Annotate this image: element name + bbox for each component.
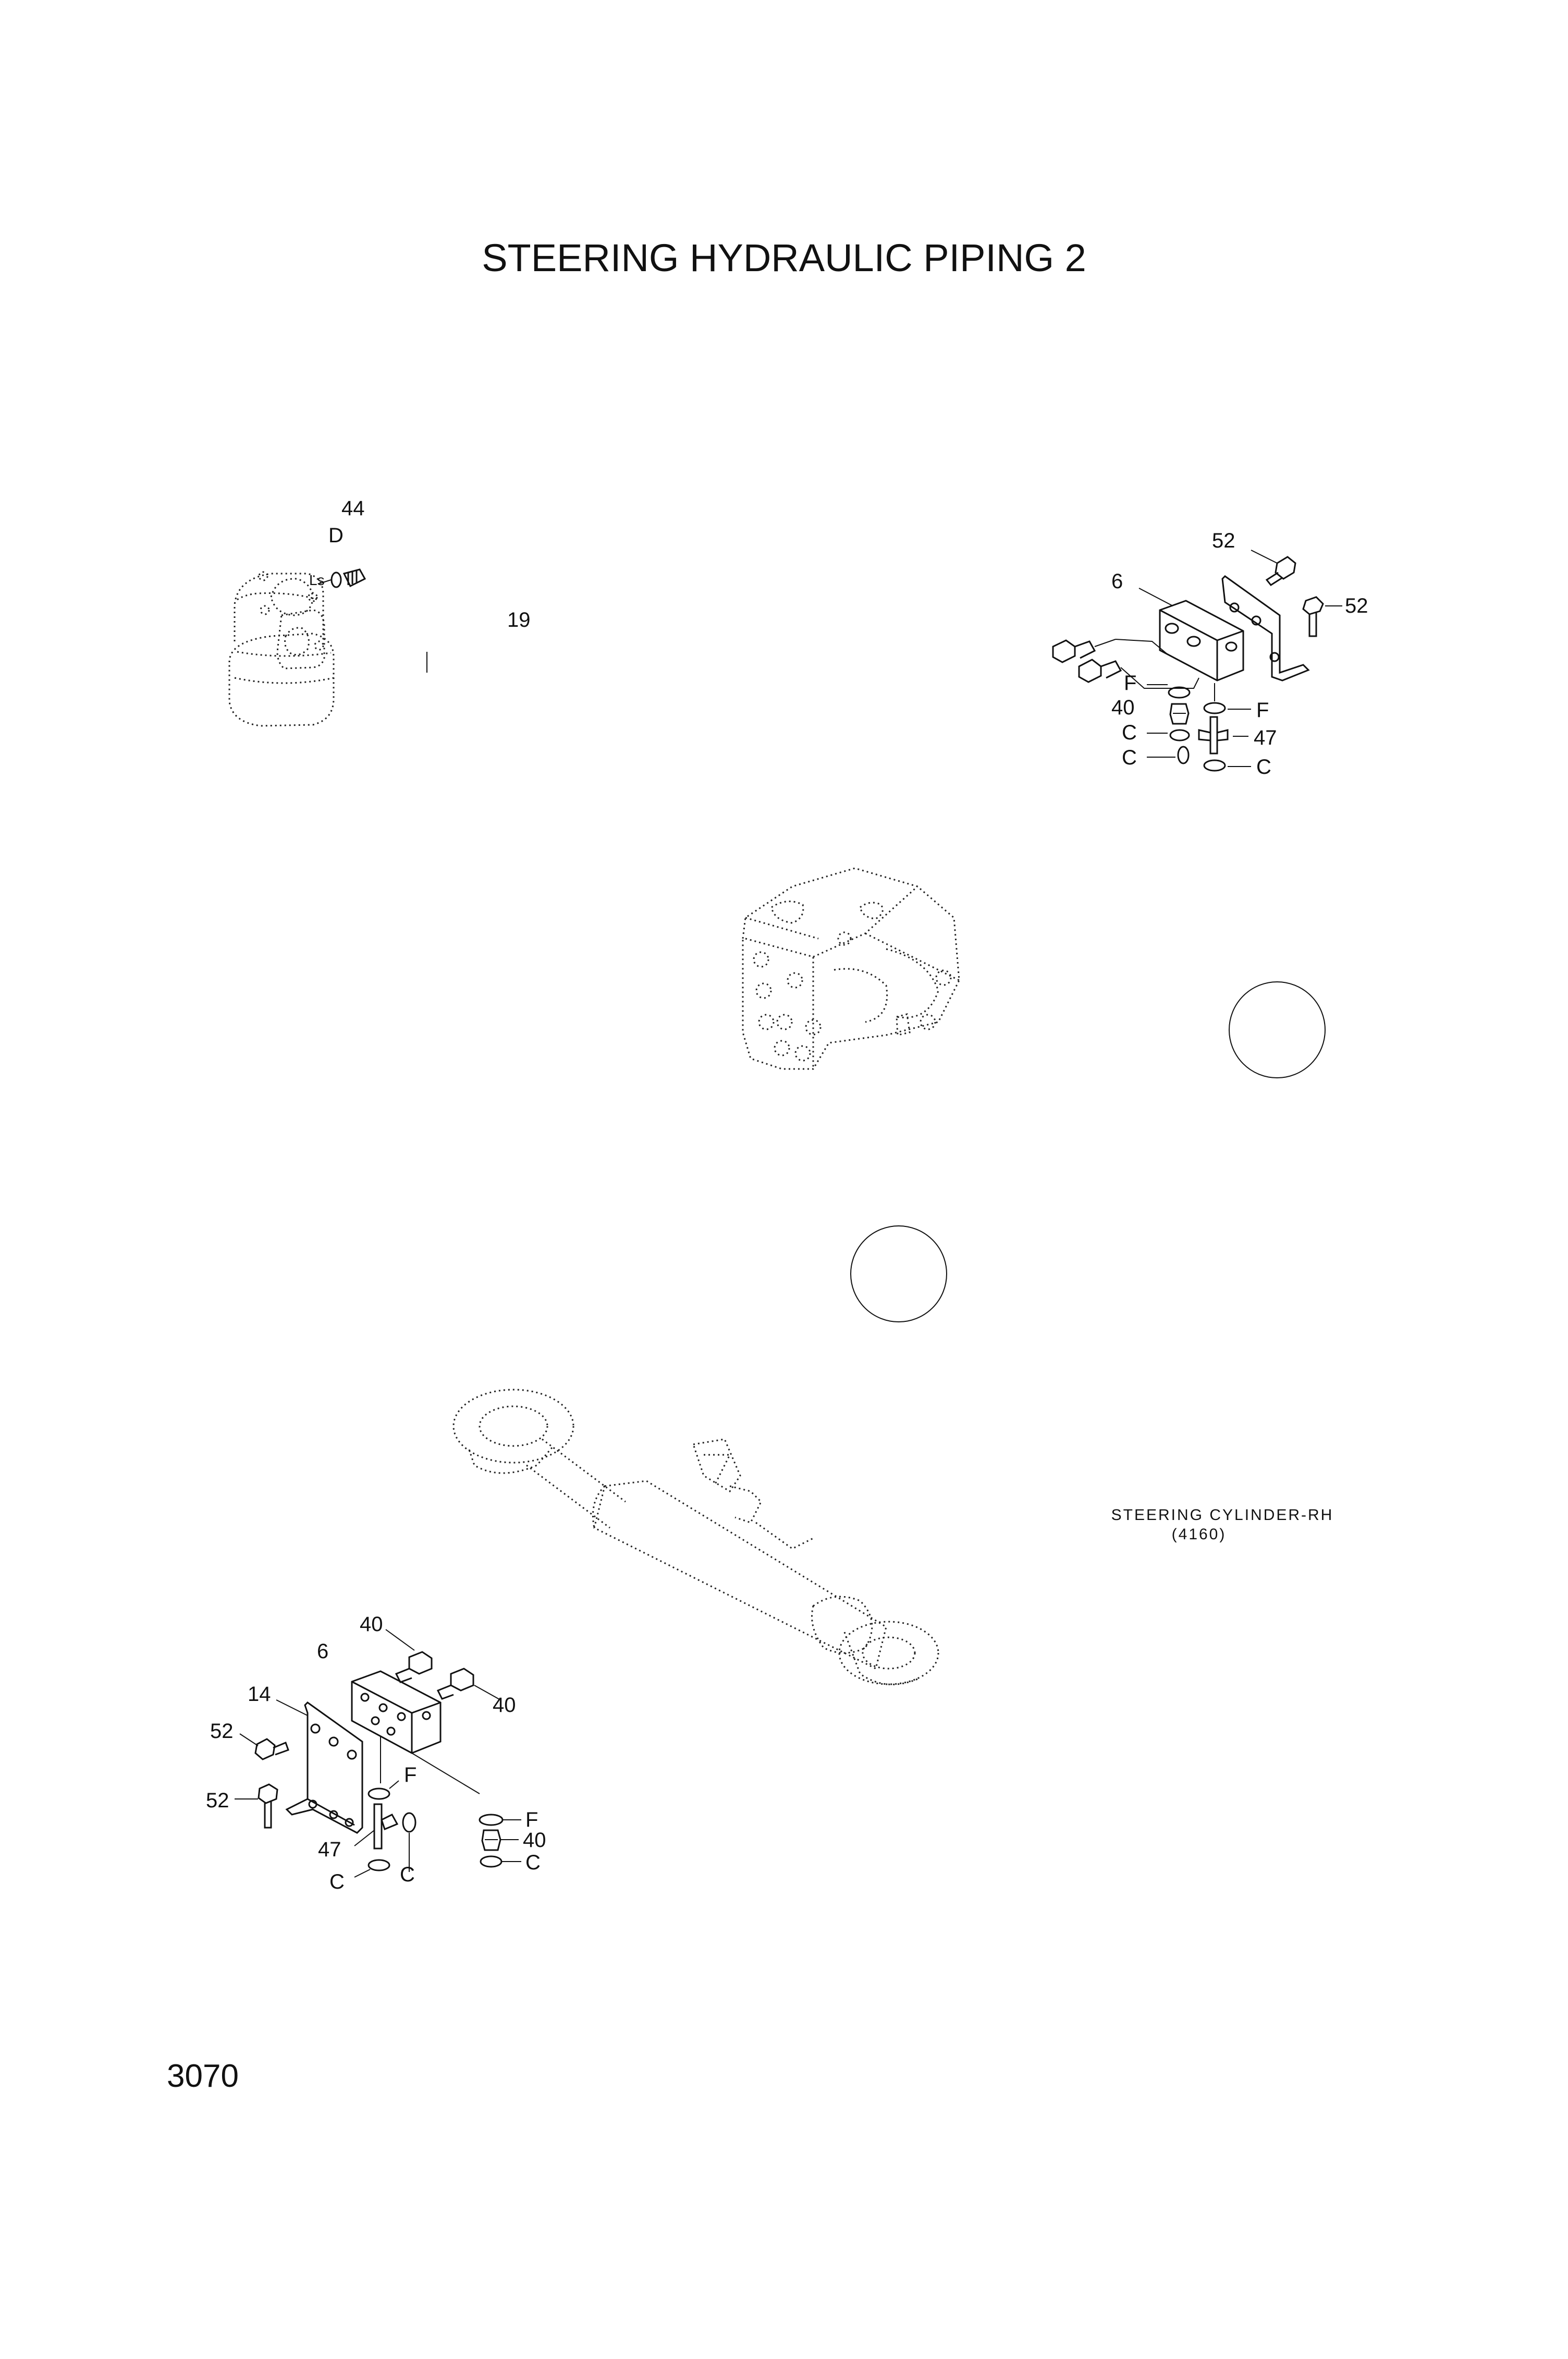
bracket-assembly-rh (1052, 550, 1342, 772)
label-c-bottom-1: C (329, 1870, 345, 1893)
callout-circle-center (850, 1225, 947, 1322)
label-c-top-1: C (1122, 721, 1137, 744)
label-f-top-right: F (1256, 699, 1269, 722)
label-ls: Ls (309, 572, 325, 588)
label-40-bottom-right: 40 (523, 1829, 546, 1852)
caption-cylinder-code: (4160) (1172, 1526, 1227, 1543)
label-40-bottom-upper: 40 (360, 1613, 383, 1636)
connector-40-lower (436, 1668, 501, 1700)
steering-cylinder-drawing (452, 1389, 939, 1685)
page-number: 3070 (167, 2058, 239, 2094)
label-f-bottom-right: F (525, 1808, 538, 1831)
label-14: 14 (248, 1683, 271, 1706)
label-47-bottom: 47 (318, 1838, 341, 1861)
bolt-52-right (1302, 596, 1342, 637)
steering-unit-drawing (228, 568, 427, 727)
label-f-bottom-left: F (404, 1764, 416, 1786)
bolt-52-lower (235, 1783, 278, 1829)
connector-left-2 (1078, 659, 1199, 689)
connector-left-1 (1052, 639, 1168, 663)
steering-pump-drawing (742, 867, 960, 1070)
label-52-bottom-upper: 52 (210, 1720, 234, 1743)
bolt-52-top (1251, 550, 1296, 586)
page-title: STEERING HYDRAULIC PIPING 2 (482, 236, 1086, 279)
label-d: D (328, 524, 344, 547)
callout-circle-right (1229, 981, 1326, 1078)
label-c-top-2: C (1122, 746, 1137, 769)
label-40-top: 40 (1111, 696, 1135, 719)
label-40-bottom-lower: 40 (493, 1694, 516, 1717)
label-52-right: 52 (1345, 594, 1368, 617)
label-f-top-left: F (1124, 672, 1136, 695)
bolt-52-upper (239, 1733, 289, 1760)
connector-40-upper (385, 1629, 433, 1683)
label-6-bottom: 6 (317, 1640, 328, 1663)
bracket-assembly-lh (235, 1629, 521, 1878)
caption-cylinder-name: STEERING CYLINDER-RH (1111, 1506, 1334, 1524)
label-c-top-3: C (1256, 756, 1271, 779)
label-52-top: 52 (1212, 529, 1235, 552)
label-6-top: 6 (1111, 570, 1123, 593)
label-19: 19 (507, 609, 531, 631)
label-47-top: 47 (1254, 726, 1277, 749)
label-44: 44 (341, 497, 365, 520)
label-c-bottom-2: C (400, 1863, 415, 1886)
label-c-bottom-3: C (525, 1851, 541, 1874)
label-52-bottom-lower: 52 (206, 1789, 229, 1812)
